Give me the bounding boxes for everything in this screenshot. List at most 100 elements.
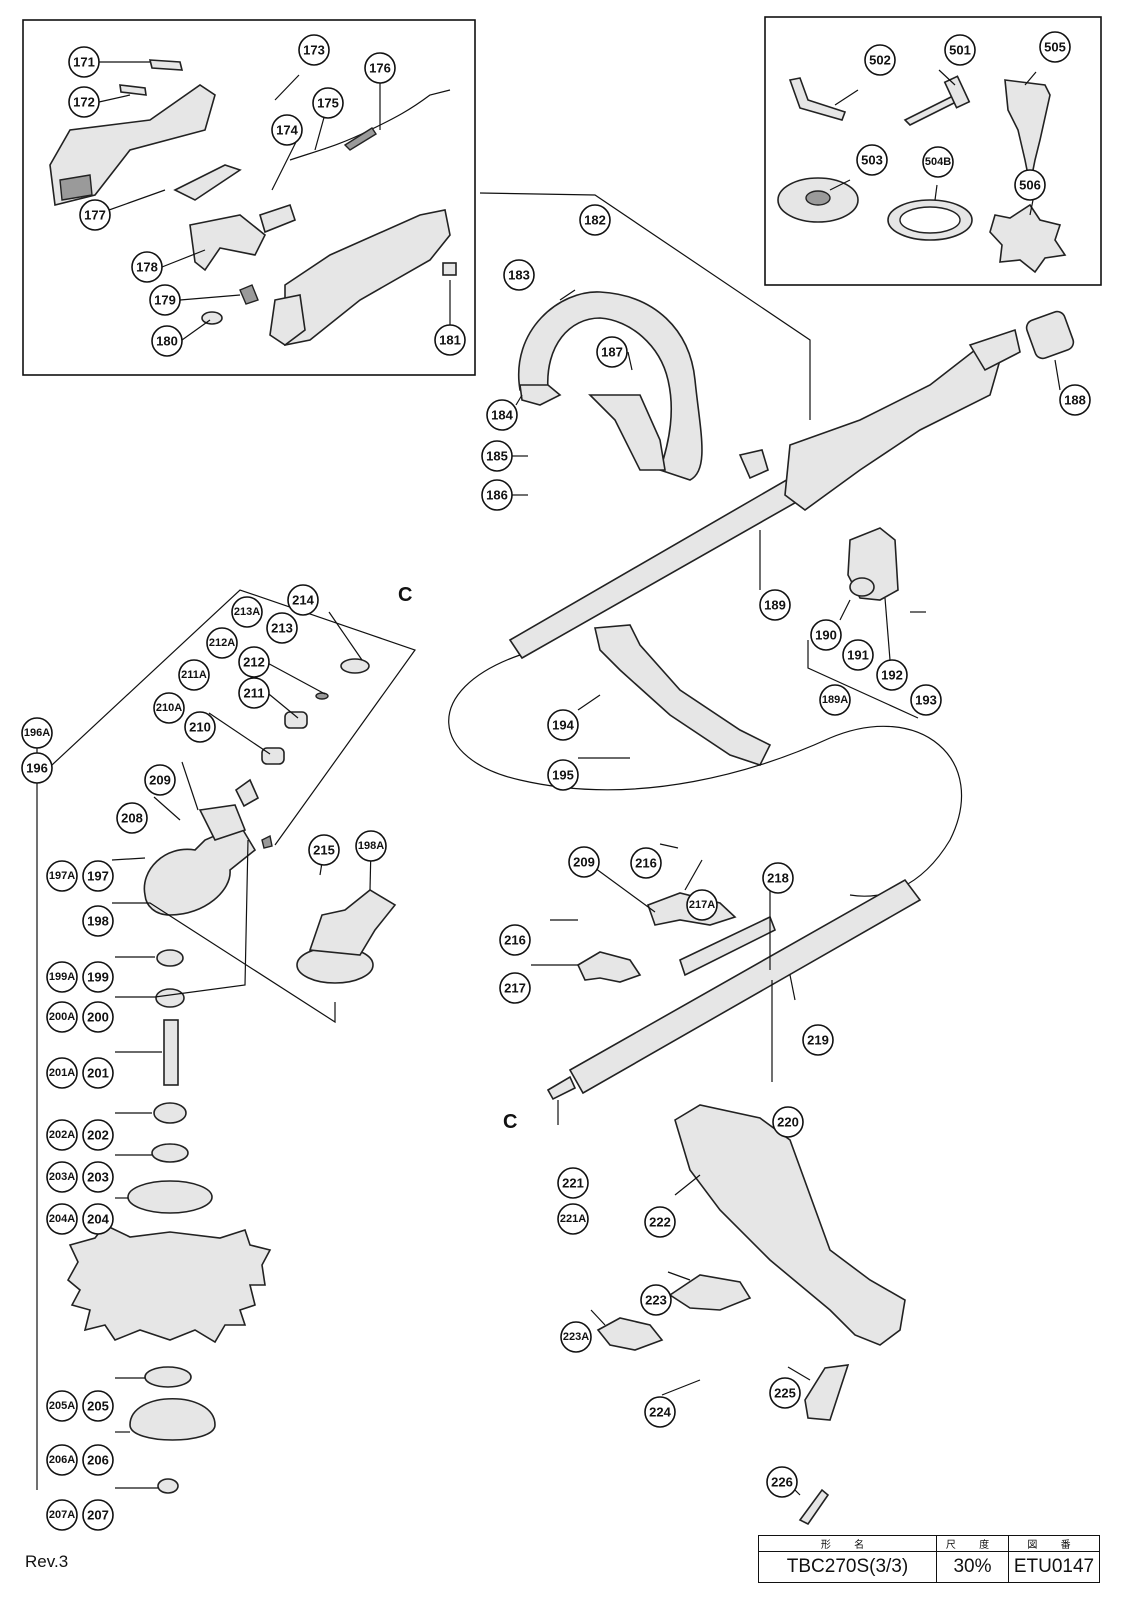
svg-text:200: 200	[87, 1010, 109, 1025]
callout-176: 176	[364, 52, 396, 84]
callout-178: 178	[131, 251, 163, 283]
callout-187: 187	[596, 336, 628, 368]
callout-223: 223	[640, 1284, 672, 1316]
gear-case-assembly	[143, 804, 257, 916]
inset-throttle-assembly-frame	[22, 19, 476, 376]
leader-lines	[36, 61, 1061, 1496]
svg-text:177: 177	[84, 208, 106, 223]
svg-text:191: 191	[847, 648, 869, 663]
svg-text:171: 171	[73, 55, 95, 70]
callout-186: 186	[481, 479, 513, 511]
callout-215: 215	[308, 834, 340, 866]
callout-206A: 206A	[46, 1444, 78, 1476]
callout-198: 198	[82, 905, 114, 937]
callout-209-lower: 209	[568, 846, 600, 878]
callout-183: 183	[503, 259, 535, 291]
callout-173: 173	[298, 34, 330, 66]
svg-text:196: 196	[26, 761, 48, 776]
svg-text:188: 188	[1064, 393, 1086, 408]
svg-text:205A: 205A	[49, 1400, 75, 1412]
callout-201A: 201A	[46, 1057, 78, 1089]
callout-223A: 223A	[560, 1321, 592, 1353]
callout-220: 220	[772, 1106, 804, 1138]
callout-200A: 200A	[46, 1001, 78, 1033]
svg-text:217: 217	[504, 981, 526, 996]
clamp-hanger	[847, 527, 899, 601]
throttle-housing-right	[269, 209, 457, 346]
callout-211A: 211A	[178, 659, 210, 691]
svg-text:198A: 198A	[358, 840, 384, 852]
callout-201: 201	[82, 1057, 114, 1089]
callout-180: 180	[151, 325, 183, 357]
svg-text:215: 215	[313, 843, 335, 858]
svg-text:211: 211	[244, 686, 265, 701]
plate-223	[596, 1274, 752, 1351]
svg-text:209: 209	[573, 855, 595, 870]
svg-text:212: 212	[243, 655, 265, 670]
svg-text:217A: 217A	[689, 899, 715, 911]
svg-text:197A: 197A	[49, 870, 75, 882]
callout-206: 206	[82, 1444, 114, 1476]
callout-199A: 199A	[46, 961, 78, 993]
callout-192: 192	[876, 659, 908, 691]
title-block: 形 名 尺 度 図 番 TBC270S(3/3) 30% ETU0147	[758, 1535, 1100, 1583]
svg-text:225: 225	[774, 1386, 796, 1401]
callout-217A: 217A	[686, 889, 718, 921]
callout-211: 211	[238, 677, 270, 709]
callout-221A: 221A	[557, 1203, 589, 1235]
svg-text:224: 224	[649, 1405, 671, 1420]
callout-179: 179	[149, 284, 181, 316]
callout-200: 200	[82, 1001, 114, 1033]
svg-text:195: 195	[552, 768, 574, 783]
callout-193: 193	[910, 684, 942, 716]
throttle-wire-cable	[259, 89, 451, 234]
callout-214: 214	[287, 584, 319, 616]
svg-text:200A: 200A	[49, 1011, 75, 1023]
callout-203: 203	[82, 1161, 114, 1193]
svg-text:172: 172	[73, 95, 95, 110]
svg-text:178: 178	[136, 260, 158, 275]
svg-text:199: 199	[87, 970, 109, 985]
callout-205A: 205A	[46, 1390, 78, 1422]
callout-222: 222	[644, 1206, 676, 1238]
callout-196A: 196A	[21, 717, 53, 749]
svg-text:206A: 206A	[49, 1454, 75, 1466]
svg-text:223A: 223A	[563, 1331, 589, 1343]
svg-text:204A: 204A	[49, 1213, 75, 1225]
svg-text:203A: 203A	[49, 1171, 75, 1183]
svg-text:192: 192	[881, 668, 903, 683]
callout-213A: 213A	[231, 596, 263, 628]
retaining-ring	[887, 199, 973, 241]
lower-shaft-and-sleeve	[546, 878, 922, 1101]
svg-text:197: 197	[87, 869, 109, 884]
svg-text:216: 216	[635, 856, 657, 871]
callout-219: 219	[802, 1024, 834, 1056]
guard-cover-198A	[296, 889, 397, 984]
callout-210: 210	[184, 711, 216, 743]
callout-503: 503	[856, 144, 888, 176]
svg-text:179: 179	[154, 293, 176, 308]
svg-text:219: 219	[807, 1033, 829, 1048]
svg-text:202A: 202A	[49, 1129, 75, 1141]
callout-204A: 204A	[46, 1203, 78, 1235]
small-parts-stack-210-214	[234, 658, 370, 849]
svg-text:198: 198	[87, 914, 109, 929]
svg-text:180: 180	[156, 334, 178, 349]
svg-text:501: 501	[949, 43, 971, 58]
svg-text:201A: 201A	[49, 1067, 75, 1079]
drawing-number: ETU0147	[1013, 1556, 1095, 1577]
drawing-scale: 30%	[937, 1552, 1009, 1582]
callout-506: 506	[1014, 169, 1046, 201]
callout-224: 224	[644, 1396, 676, 1428]
svg-text:207A: 207A	[49, 1509, 75, 1521]
svg-text:221A: 221A	[560, 1213, 586, 1225]
callout-207: 207	[82, 1499, 114, 1531]
svg-text:220: 220	[777, 1115, 799, 1130]
callout-177: 177	[79, 199, 111, 231]
model-name: TBC270S(3/3)	[759, 1552, 937, 1582]
callout-182: 182	[579, 204, 611, 236]
callout-209: 209	[144, 764, 176, 796]
svg-text:209: 209	[149, 773, 171, 788]
callout-197: 197	[82, 860, 114, 892]
callout-213: 213	[266, 612, 298, 644]
